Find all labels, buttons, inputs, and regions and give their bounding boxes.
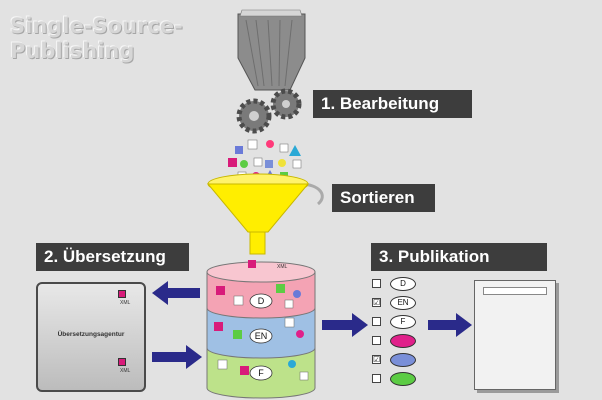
label-publikation: 3. Publikation <box>371 243 547 271</box>
agency-xml-bottom: XML <box>120 368 131 374</box>
database-cylinder <box>206 260 316 399</box>
checkbox-icon[interactable] <box>372 374 381 383</box>
option-oval: EN <box>390 296 416 310</box>
agency-xml-top: XML <box>120 300 131 306</box>
arrow-to-options <box>322 313 368 337</box>
checkbox-icon[interactable] <box>372 317 381 326</box>
gear-icon <box>236 88 302 134</box>
label-sortieren: Sortieren <box>332 184 435 212</box>
document-icon <box>474 280 556 390</box>
layer-label-d: D <box>258 296 265 306</box>
checkbox-icon[interactable]: ☑ <box>372 355 381 364</box>
document-title-bar <box>483 287 547 295</box>
xml-square-icon <box>118 358 126 366</box>
arrow-from-agency <box>152 345 202 369</box>
paper-hopper <box>237 9 306 91</box>
cylinder-xml-tag: XML <box>277 264 288 270</box>
funnel <box>206 173 324 255</box>
option-oval: D <box>390 277 416 291</box>
translation-agency-box: XML Übersetzungsagentur XML <box>36 282 146 392</box>
page-title: Single-Source- Publishing <box>10 14 183 63</box>
checkbox-icon[interactable] <box>372 279 381 288</box>
checkbox-icon[interactable]: ☑ <box>372 298 381 307</box>
layer-label-f: F <box>258 368 264 378</box>
option-oval <box>390 334 416 348</box>
label-bearbeitung: 1. Bearbeitung <box>313 90 472 118</box>
label-uebersetzung: 2. Übersetzung <box>36 243 189 271</box>
agency-name: Übersetzungsagentur <box>57 331 125 338</box>
xml-square-icon <box>118 290 126 298</box>
arrow-to-agency <box>152 281 200 305</box>
arrow-to-document <box>428 313 472 337</box>
logo <box>580 355 588 391</box>
checkbox-icon[interactable] <box>372 336 381 345</box>
option-oval <box>390 353 416 367</box>
option-oval: F <box>390 315 416 329</box>
layer-label-en: EN <box>255 331 268 341</box>
option-oval <box>390 372 416 386</box>
